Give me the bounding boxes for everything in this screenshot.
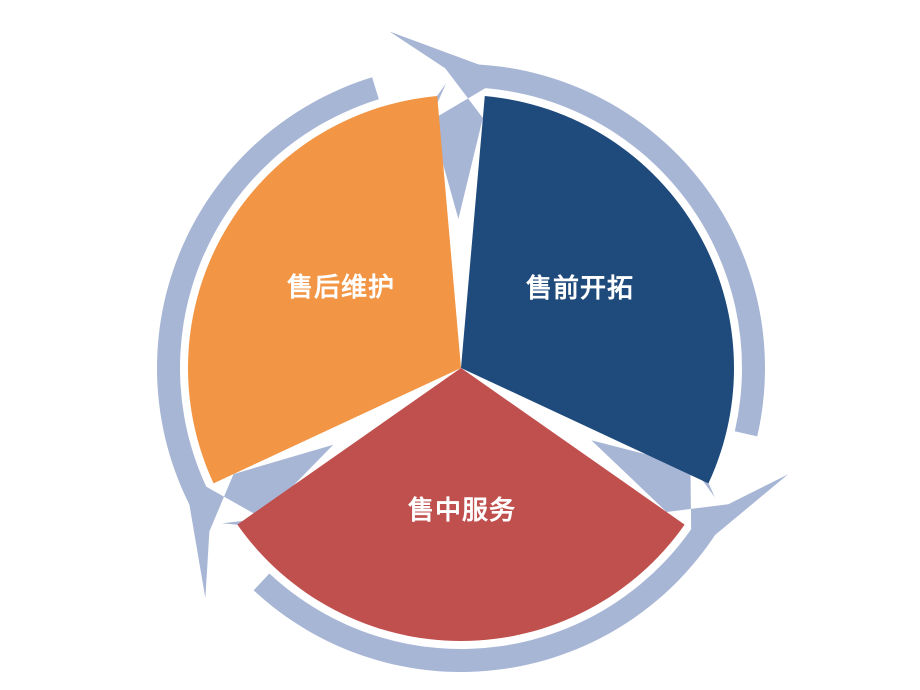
segment-label-pre-sales: 售前开拓 xyxy=(526,273,634,303)
segment-label-after-sales: 售后维护 xyxy=(287,272,395,302)
segment-in-sales[interactable]: 售中服务 xyxy=(237,368,685,642)
pie-segment-group: 售前开拓 售中服务 售后维护 xyxy=(188,96,734,642)
segment-after-sales[interactable]: 售后维护 xyxy=(188,96,462,484)
ring-arc-segment xyxy=(157,77,379,516)
segment-shape-in-sales[interactable] xyxy=(237,368,685,642)
arrow-head-icon xyxy=(389,31,508,220)
segment-label-in-sales: 售中服务 xyxy=(408,495,516,525)
segment-shape-pre-sales[interactable] xyxy=(461,96,734,484)
segment-shape-after-sales[interactable] xyxy=(188,96,462,484)
arrow-head-icon xyxy=(591,440,789,555)
ring-arc-segment xyxy=(253,512,722,673)
segment-pre-sales[interactable]: 售前开拓 xyxy=(461,96,734,484)
